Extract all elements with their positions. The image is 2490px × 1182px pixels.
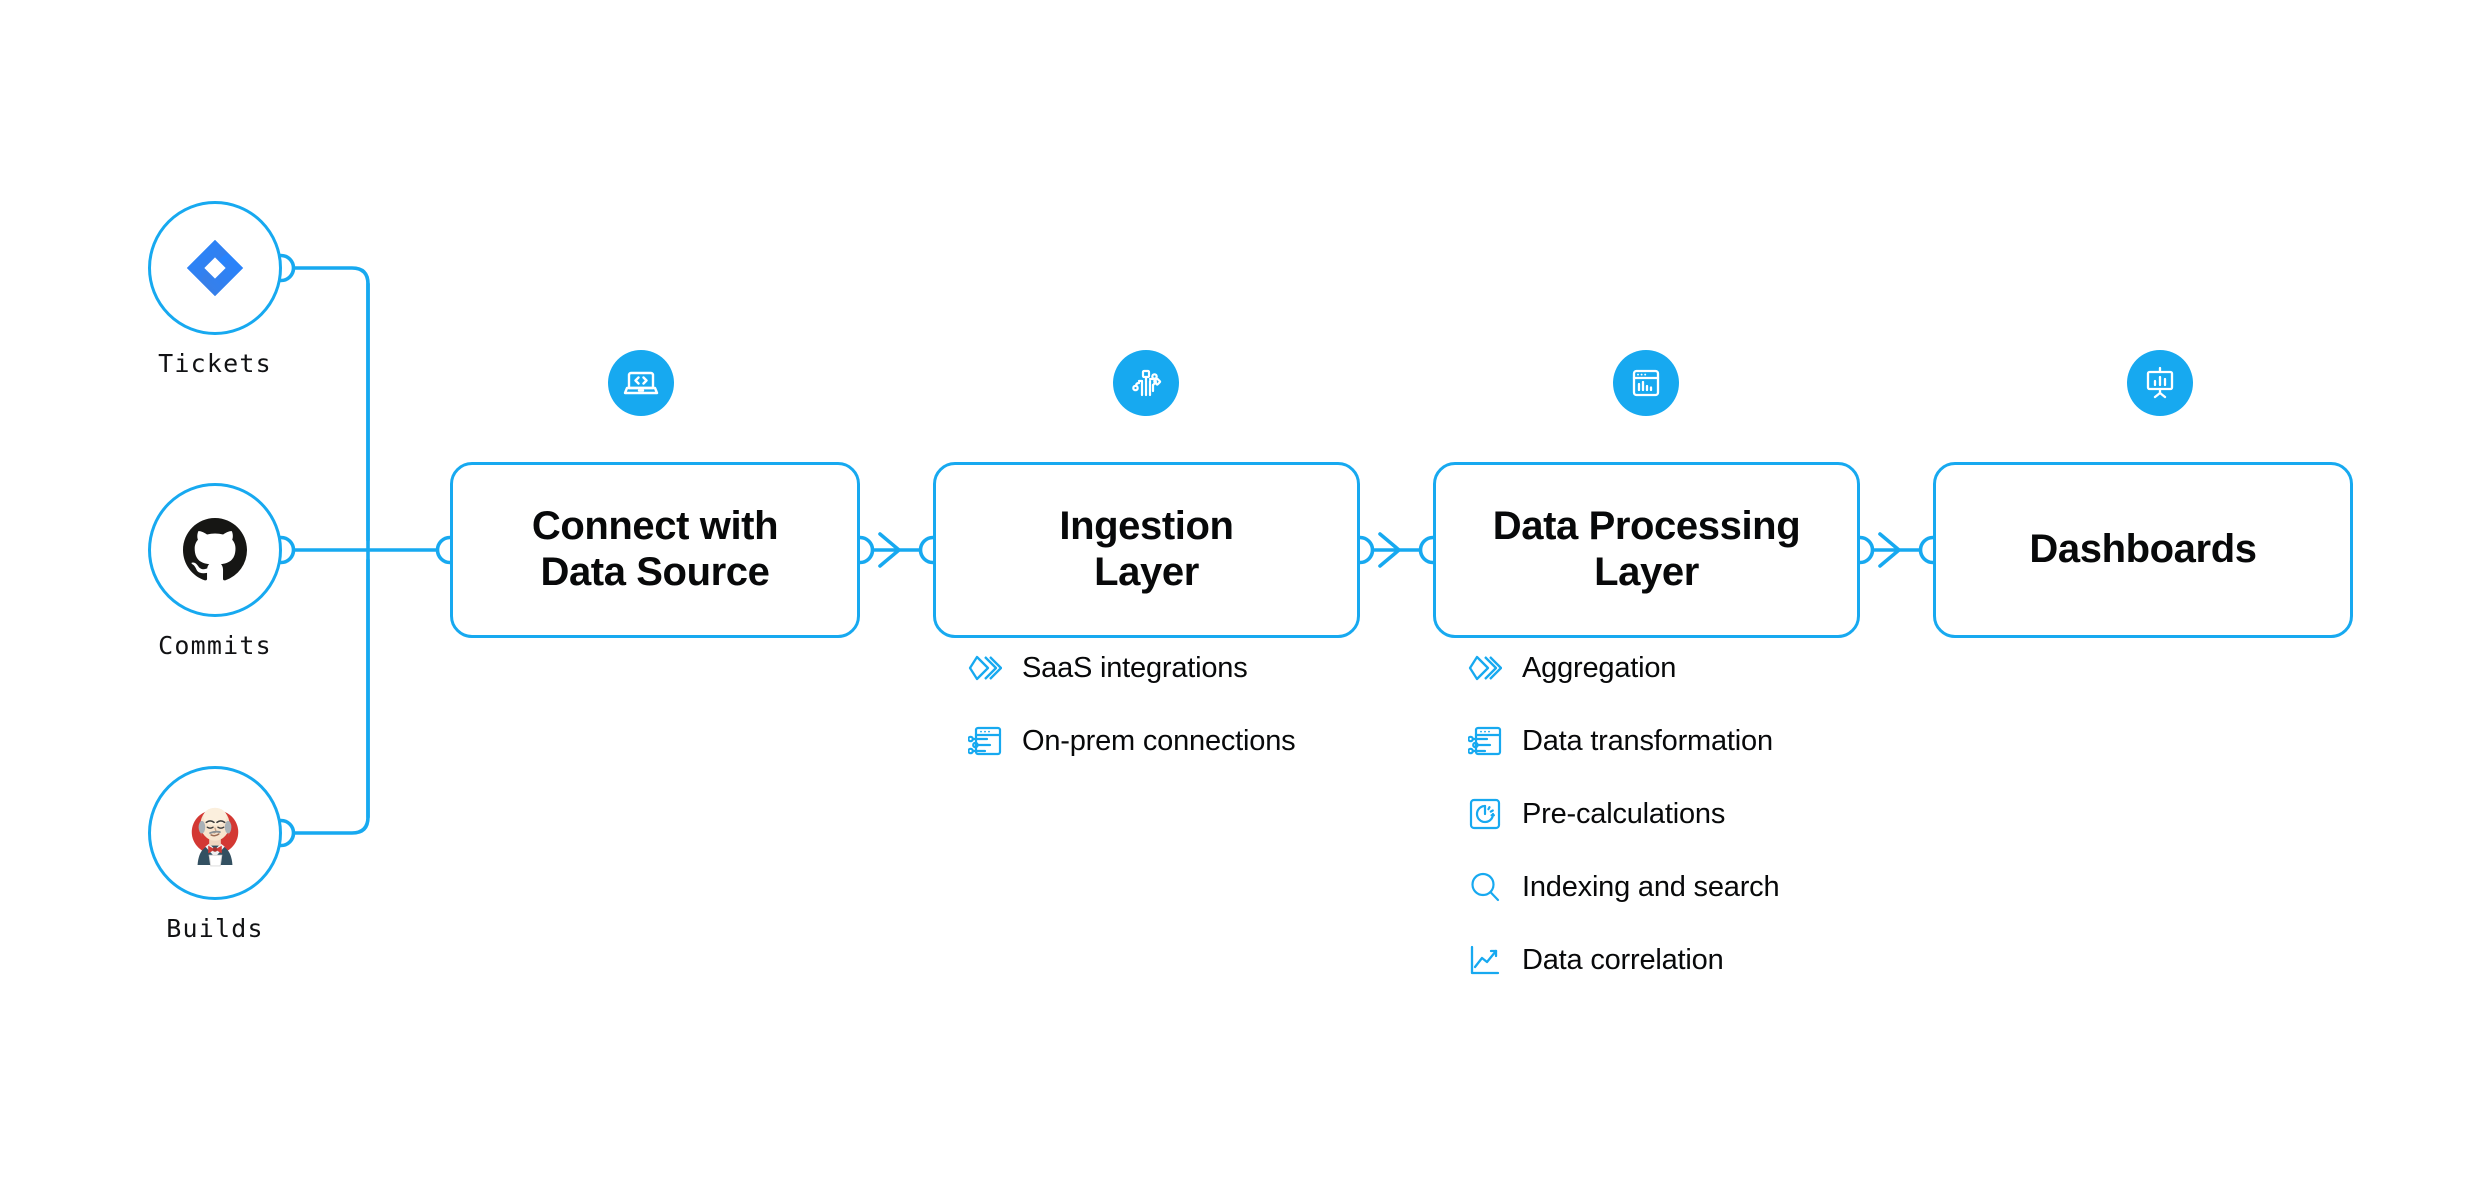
stage-title-line-2: Layer bbox=[1094, 550, 1199, 594]
stacked-chevrons-icon bbox=[1468, 651, 1502, 685]
magnifier-icon bbox=[1468, 870, 1502, 904]
feature-row[interactable]: Pre-calculations bbox=[1468, 791, 1779, 837]
source-label-commits: Commits bbox=[158, 631, 272, 660]
stage-title: Data Processing Layer bbox=[1477, 504, 1816, 595]
stage-box-ingestion-layer[interactable]: Ingestion Layer bbox=[933, 462, 1360, 638]
circuit-nodes-icon bbox=[1113, 350, 1179, 416]
window-barchart-icon bbox=[1613, 350, 1679, 416]
feature-label: Aggregation bbox=[1522, 651, 1677, 684]
feature-row[interactable]: Aggregation bbox=[1468, 645, 1779, 691]
feature-label: Pre-calculations bbox=[1522, 797, 1726, 830]
wire-tickets bbox=[279, 266, 370, 542]
stage-title-line-1: Ingestion bbox=[1059, 504, 1234, 549]
stage-title-line-2: Data Source bbox=[540, 550, 770, 594]
feature-row[interactable]: Data transformation bbox=[1468, 718, 1779, 764]
stage-title-line-1: Data Processing bbox=[1492, 504, 1801, 549]
stage-box-data-processing-layer[interactable]: Data Processing Layer bbox=[1433, 462, 1860, 638]
source-label-builds: Builds bbox=[166, 914, 264, 943]
gauge-square-icon bbox=[1468, 797, 1502, 831]
feature-label: Data correlation bbox=[1522, 943, 1724, 976]
window-sliders-icon bbox=[968, 724, 1002, 758]
source-node-commits[interactable]: Commits bbox=[148, 483, 282, 660]
source-ring bbox=[148, 201, 282, 335]
source-node-builds[interactable]: Builds bbox=[148, 766, 282, 943]
feature-row[interactable]: On-prem connections bbox=[968, 718, 1296, 764]
feature-label: Data transformation bbox=[1522, 724, 1773, 757]
source-ring bbox=[148, 483, 282, 617]
feature-list-ingestion: SaaS integrations bbox=[968, 645, 1296, 791]
jira-icon bbox=[178, 231, 252, 305]
stage-title-line-1: Connect with bbox=[531, 504, 779, 549]
laptop-code-icon bbox=[608, 350, 674, 416]
feature-label: SaaS integrations bbox=[1022, 651, 1248, 684]
source-node-tickets[interactable]: Tickets bbox=[148, 201, 282, 378]
jenkins-icon bbox=[178, 796, 252, 870]
stage-title-line-2: Layer bbox=[1594, 550, 1699, 594]
source-label-tickets: Tickets bbox=[158, 349, 272, 378]
stage-box-connect-with-data-source[interactable]: Connect with Data Source bbox=[450, 462, 860, 638]
arrow-right-icon-3 bbox=[1878, 532, 1901, 568]
feature-label: Indexing and search bbox=[1522, 870, 1780, 903]
stage-box-dashboards[interactable]: Dashboards bbox=[1933, 462, 2353, 638]
presentation-chart-icon bbox=[2127, 350, 2193, 416]
arrow-right-icon-1 bbox=[878, 532, 901, 568]
feature-label: On-prem connections bbox=[1022, 724, 1296, 757]
window-sliders-icon bbox=[1468, 724, 1502, 758]
stage-title: Ingestion Layer bbox=[1043, 504, 1249, 595]
stacked-chevrons-icon bbox=[968, 651, 1002, 685]
feature-row[interactable]: Indexing and search bbox=[1468, 864, 1780, 910]
arrow-right-icon-2 bbox=[1378, 532, 1401, 568]
stage-title: Dashboards bbox=[2013, 527, 2272, 573]
feature-row[interactable]: Data correlation bbox=[1468, 937, 1779, 983]
wire-builds bbox=[279, 558, 370, 835]
line-chart-icon bbox=[1468, 943, 1502, 977]
stage-title: Connect with Data Source bbox=[516, 504, 794, 595]
feature-list-processing: Aggregation bbox=[1468, 645, 1780, 1010]
feature-row[interactable]: SaaS integrations bbox=[968, 645, 1295, 691]
stage-title-line-1: Dashboards bbox=[2029, 527, 2257, 572]
github-icon bbox=[178, 513, 252, 587]
